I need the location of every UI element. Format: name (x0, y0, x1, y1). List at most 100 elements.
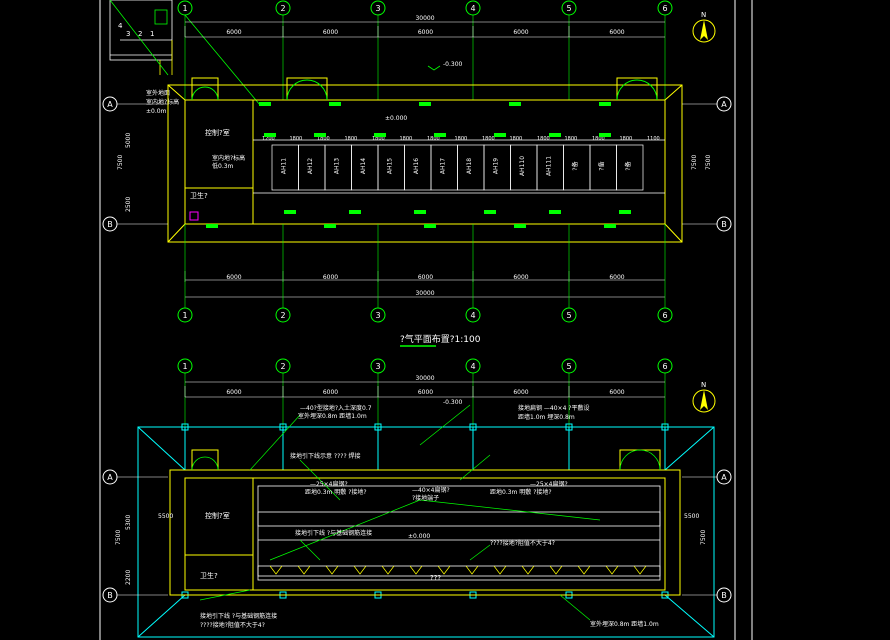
plan2-level-outside: -0.300 (443, 399, 463, 406)
light-fixtures-plan1 (206, 102, 631, 228)
inset-note-0: 室外地面 (146, 89, 170, 97)
plan1-left-dim-0: 5000 (125, 133, 132, 148)
bay-dim: 6000 (226, 274, 241, 281)
ground-electrode-icon (661, 423, 669, 431)
svg-text:N: N (701, 381, 706, 389)
fixture-icon (414, 210, 426, 214)
panel-label: AH17 (439, 158, 446, 174)
axis-bubble (465, 358, 481, 374)
north-arrow-icon: N (692, 11, 716, 43)
axis-label: 3 (375, 362, 380, 371)
mark-icon (605, 565, 619, 575)
fixture-icon (549, 133, 561, 137)
mark-icon (325, 565, 339, 575)
spacing-dim: 1800 (345, 136, 358, 142)
bay-dim: 6000 (323, 389, 338, 396)
cable-trench-plan1 (253, 139, 665, 194)
axis-bubble (370, 307, 386, 323)
bay-dim: 6000 (609, 274, 624, 281)
mark-icon (381, 565, 395, 575)
sheet-frame (99, 0, 753, 640)
fixture-icon (599, 133, 611, 137)
spacing-dim: 1800 (455, 136, 468, 142)
axis-bubble (561, 358, 577, 374)
inset-note-2: ±0.0m (146, 108, 167, 115)
axis-label-letter: A (721, 473, 727, 482)
inset-number-3: 1 (150, 30, 154, 38)
bay-dim: 6000 (323, 29, 338, 36)
axis-label-letter: B (721, 591, 727, 600)
axis-bubble (657, 307, 673, 323)
ground-electrode-icon (374, 423, 382, 431)
panel-label: ?备 (571, 161, 579, 170)
axis-label: 6 (662, 4, 667, 13)
axis-bubble (275, 358, 291, 374)
plan2-overall-dim: 30000 (415, 375, 434, 382)
inset-number-0: 4 (118, 22, 123, 30)
top-dimension-plan2 (185, 381, 665, 398)
axis-label: 4 (470, 362, 475, 371)
panel-label: ?备 (624, 161, 632, 170)
panel-label: AH13 (333, 158, 340, 174)
grounding-grid (137, 426, 715, 638)
mark-icon (493, 565, 507, 575)
level-mark-icon (427, 65, 441, 71)
plan2-level-floor: ±0.000 (408, 533, 430, 540)
axis-bubble (275, 0, 291, 16)
axis-bubble (465, 0, 481, 16)
bay-dim: 6000 (418, 274, 433, 281)
leader-line (184, 14, 261, 106)
spacing-dim: 1800 (482, 136, 495, 142)
plan2-note-mid-1: 距地0.3m 明敷 ?接地? (305, 488, 367, 496)
plan1-right-total-2: 7500 (705, 155, 712, 170)
plan1-caption: ?气平面布置?1:100 (400, 333, 481, 345)
mark-icon (437, 565, 451, 575)
plan1-level-outside: -0.300 (443, 61, 463, 68)
ground-electrode-icon (181, 423, 189, 431)
fixture-icon (549, 210, 561, 214)
plan1-right-total: 7500 (691, 155, 698, 170)
inset-note-1: 室内地?标高 (146, 98, 179, 106)
plan2-flag: ??? (430, 574, 441, 582)
panel-label: AH111 (545, 156, 552, 176)
axis-label: 4 (470, 4, 475, 13)
fixture-icon (604, 224, 616, 228)
plan2-toilet-label: 卫生? (200, 571, 218, 580)
door-swing-icon (191, 449, 661, 471)
fixture-icon (314, 133, 326, 137)
plan2-right-total: 7500 (700, 530, 707, 545)
spacing-dim: 1800 (620, 136, 633, 142)
plan2-note-right-0: 接地扁钢 —40×4 ?平敷设 (518, 404, 589, 412)
ground-electrode-icon (279, 423, 287, 431)
axis-label: 1 (182, 311, 187, 320)
bay-dim: 6000 (513, 389, 528, 396)
panel-label: ?备 (597, 161, 605, 170)
axis-label: 2 (280, 311, 285, 320)
plan2-note-mid-0: —25×4扁钢? (310, 480, 348, 488)
spacing-dim: 1200 (262, 136, 275, 142)
spacing-dim: 1800 (565, 136, 578, 142)
panel-label: AH19 (492, 158, 499, 174)
mark-icon (633, 565, 647, 575)
bay-dim: 6000 (609, 389, 624, 396)
bay-dim: 6000 (418, 29, 433, 36)
plan2-note-right-1: 距墙1.0m 埋深0.8m (518, 413, 575, 421)
axis-label: 3 (375, 311, 380, 320)
ground-electrode-icon (469, 423, 477, 431)
panel-label: AH110 (519, 156, 526, 176)
axis-label: 2 (280, 362, 285, 371)
plan2-note-bottom-4: 室外埋深0.8m 距墙1.0m (590, 620, 659, 628)
panel-label: AH15 (386, 158, 393, 174)
axis-bubble (177, 358, 193, 374)
inset-number-2: 2 (138, 30, 142, 38)
axis-bubble (177, 0, 193, 16)
switchgear-panel (616, 144, 644, 191)
plan2-left-dim-1: 2200 (125, 570, 132, 585)
plan1-left-total: 7500 (117, 155, 124, 170)
plan2-note-mid-3: ?接地端子 (412, 494, 439, 502)
mark-icon (577, 565, 591, 575)
ground-electrode-icon (565, 423, 573, 431)
plan1-room-note1: 室内地?标高 (212, 154, 245, 162)
